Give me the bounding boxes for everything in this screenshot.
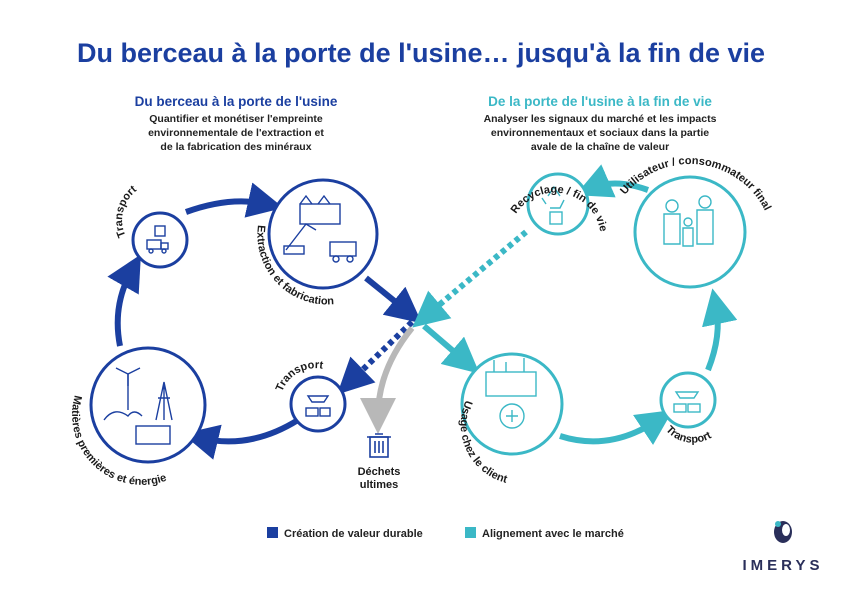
legend-label: Alignement avec le marché: [482, 528, 624, 540]
right-section-header: De la porte de l'usine à la fin de vie A…: [484, 94, 717, 153]
legend-swatch-teal: [465, 527, 476, 538]
logo-text: IMERYS: [743, 557, 824, 574]
right-description-line: avale de la chaîne de valeur: [531, 141, 669, 153]
node-transport-right: Transport: [659, 371, 717, 446]
right-description-line: environnementaux et sociaux dans la part…: [491, 127, 709, 139]
legend-swatch-blue: [267, 527, 278, 538]
node-raw-materials: Matières premières et énergie: [69, 346, 207, 488]
right-loop-arrows: [412, 164, 738, 445]
recycle-icon: [541, 185, 565, 225]
legend: Création de valeur durable Alignement av…: [267, 527, 624, 540]
waste-label: Déchets: [358, 466, 401, 478]
arrow-transport-to-extraction: [184, 182, 284, 218]
arrow-to-waste: [360, 326, 415, 434]
arrow-recycling-to-center: [412, 229, 528, 328]
imerys-logo: IMERYS: [743, 521, 824, 574]
left-section-heading: Du berceau à la porte de l'usine: [135, 94, 338, 109]
wind-turbine-icon: [103, 367, 173, 445]
left-description-line: Quantifier et monétiser l'empreinte: [149, 113, 323, 125]
right-description-line: Analyser les signaux du marché et les im…: [484, 113, 717, 125]
ship-truck-icon: [673, 391, 701, 413]
arrow-transport-to-raw: [182, 417, 300, 460]
waste-label: ultimes: [360, 479, 399, 491]
left-description-line: environnementale de l'extraction et: [148, 127, 324, 139]
right-section-heading: De la porte de l'usine à la fin de vie: [488, 94, 712, 109]
plant-icon: [485, 358, 537, 429]
node-recycling: Recyclage / fin de vie: [509, 172, 609, 236]
node-transport-top-left: Transport: [113, 183, 189, 269]
factory-icon: [283, 194, 357, 263]
arrow-client-to-transport: [559, 410, 673, 445]
arrow-transport-to-user: [702, 288, 738, 372]
arrow-raw-to-transport: [107, 254, 141, 347]
node-waste: Déchets ultimes: [358, 433, 401, 491]
trash-bin-icon: [367, 433, 391, 458]
page-title: Du berceau à la porte de l'usine… jusqu'…: [77, 38, 765, 68]
arrow-extraction-to-center: [364, 275, 422, 324]
node-client-usage: Usage chez le client: [458, 352, 564, 486]
legend-label: Création de valeur durable: [284, 528, 423, 540]
truck-icon: [146, 225, 169, 254]
node-transport-mid-left: Transport: [274, 359, 347, 433]
left-loop-arrows: [107, 182, 422, 460]
family-icon: [663, 195, 714, 247]
left-description-line: de la fabrication des minéraux: [160, 141, 311, 153]
ship-truck-icon: [305, 395, 331, 417]
node-extraction: Extraction et fabrication: [254, 178, 379, 308]
left-section-header: Du berceau à la porte de l'usine Quantif…: [135, 94, 338, 153]
arrow-user-to-recycling: [575, 164, 650, 198]
node-end-user: Utilisateur / consommateur final: [618, 155, 773, 289]
arrow-center-to-transport: [337, 319, 415, 395]
arrow-center-to-client: [422, 323, 480, 374]
